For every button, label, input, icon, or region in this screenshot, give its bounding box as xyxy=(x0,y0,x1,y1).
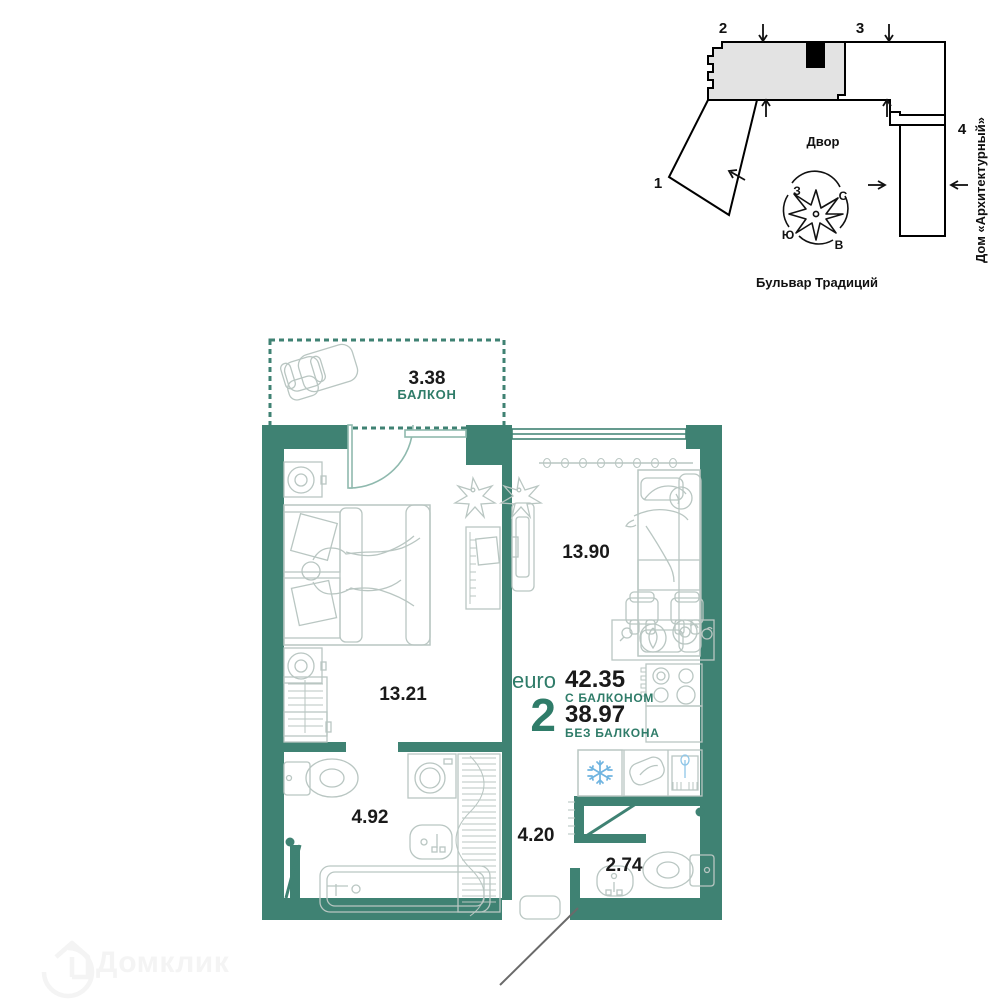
compass-south-label: Ю xyxy=(782,228,794,242)
rooms-count: 2 xyxy=(530,689,556,741)
street-bottom-label: Бульвар Традиций xyxy=(756,275,878,290)
living-room-area-value: 13.90 xyxy=(562,542,610,563)
bathroom-fixtures xyxy=(283,753,501,917)
bedroom-area-value: 13.21 xyxy=(379,684,427,705)
apartment-walls xyxy=(262,425,722,920)
apartment-summary: euro 2 42.35 С БАЛКОНОМ 38.97 БЕЗ БАЛКОН… xyxy=(512,666,660,741)
bedroom-door-leaf xyxy=(347,424,353,489)
wall-entrance-pier xyxy=(570,868,580,900)
compass-west-label: З xyxy=(793,184,801,198)
wall-partition-bathroom-top xyxy=(398,742,502,752)
wall-partition-center-upper xyxy=(502,449,512,748)
compass-north-label: С xyxy=(839,189,848,203)
balcony-label: БАЛКОН xyxy=(397,387,456,402)
wall-partition-bedroom-bathroom xyxy=(262,742,346,752)
plant-left-icon xyxy=(452,475,498,520)
wall-hall-storage-jamb xyxy=(574,796,584,842)
wall-bottom-right xyxy=(570,898,722,920)
street-right-label: Дом «Архитектурный» xyxy=(973,117,988,263)
area-with-balcony-value: 42.35 xyxy=(565,666,625,693)
wall-hall-storage-bottom xyxy=(574,834,646,843)
area-without-balcony-label: БЕЗ БАЛКОНА xyxy=(565,726,660,740)
site-plan-geometry: 2 3 4 1 Двор Бульвар Традиций Дом «Архит… xyxy=(654,20,988,290)
courtyard-label: Двор xyxy=(807,134,840,149)
balcony-area-value: 3.38 xyxy=(409,368,446,389)
balcony-outline xyxy=(268,338,506,430)
bedroom-furniture xyxy=(283,461,431,743)
watermark-text: Домклик xyxy=(96,946,230,979)
domclick-logo-icon xyxy=(41,940,95,999)
wall-bathroom-door-jamb xyxy=(290,845,300,900)
balcony-door-panel xyxy=(404,429,467,438)
compass-star xyxy=(788,189,844,241)
wall-partition-bathroom-hall xyxy=(502,748,512,900)
site-apartment-marker xyxy=(806,42,825,68)
refrigerator-icon xyxy=(577,749,623,797)
hall-storage-door-swing xyxy=(582,798,643,840)
hallway-area-value: 4.20 xyxy=(518,825,555,846)
doors-and-openings xyxy=(284,424,687,899)
kitchen-furniture xyxy=(577,663,703,797)
balcony-area xyxy=(268,338,506,430)
wall-bottom-left xyxy=(262,898,502,920)
balcony-furniture xyxy=(280,343,359,401)
site-number-2: 2 xyxy=(719,20,727,37)
area-with-balcony-label: С БАЛКОНОМ xyxy=(565,691,654,705)
wall-right-exterior xyxy=(700,425,722,920)
bathroom-area-value: 4.92 xyxy=(352,807,389,828)
entrance-leader-line xyxy=(499,907,579,986)
plant-right-icon xyxy=(498,475,544,520)
compass-rose: С З Ю В xyxy=(782,170,849,252)
euro-label: euro xyxy=(512,668,556,693)
service-dot-wc xyxy=(695,807,705,817)
wall-left-exterior xyxy=(262,425,284,920)
site-number-1: 1 xyxy=(654,175,662,192)
area-without-balcony-value: 38.97 xyxy=(565,701,625,728)
site-building-1 xyxy=(667,99,759,217)
bathroom-door-hinge-dot xyxy=(285,837,295,847)
center-wardrobe-and-tv xyxy=(452,475,544,610)
hallway-and-wc-fixtures xyxy=(519,801,715,920)
service-dots xyxy=(695,807,705,817)
compass-east-label: В xyxy=(835,238,844,252)
site-number-3: 3 xyxy=(856,20,864,37)
bathroom-door-swing xyxy=(284,844,302,899)
site-number-4: 4 xyxy=(958,121,967,138)
site-entrance-arrows xyxy=(727,24,968,190)
living-room-furniture xyxy=(539,457,715,661)
wc-area-value: 2.74 xyxy=(606,855,643,876)
